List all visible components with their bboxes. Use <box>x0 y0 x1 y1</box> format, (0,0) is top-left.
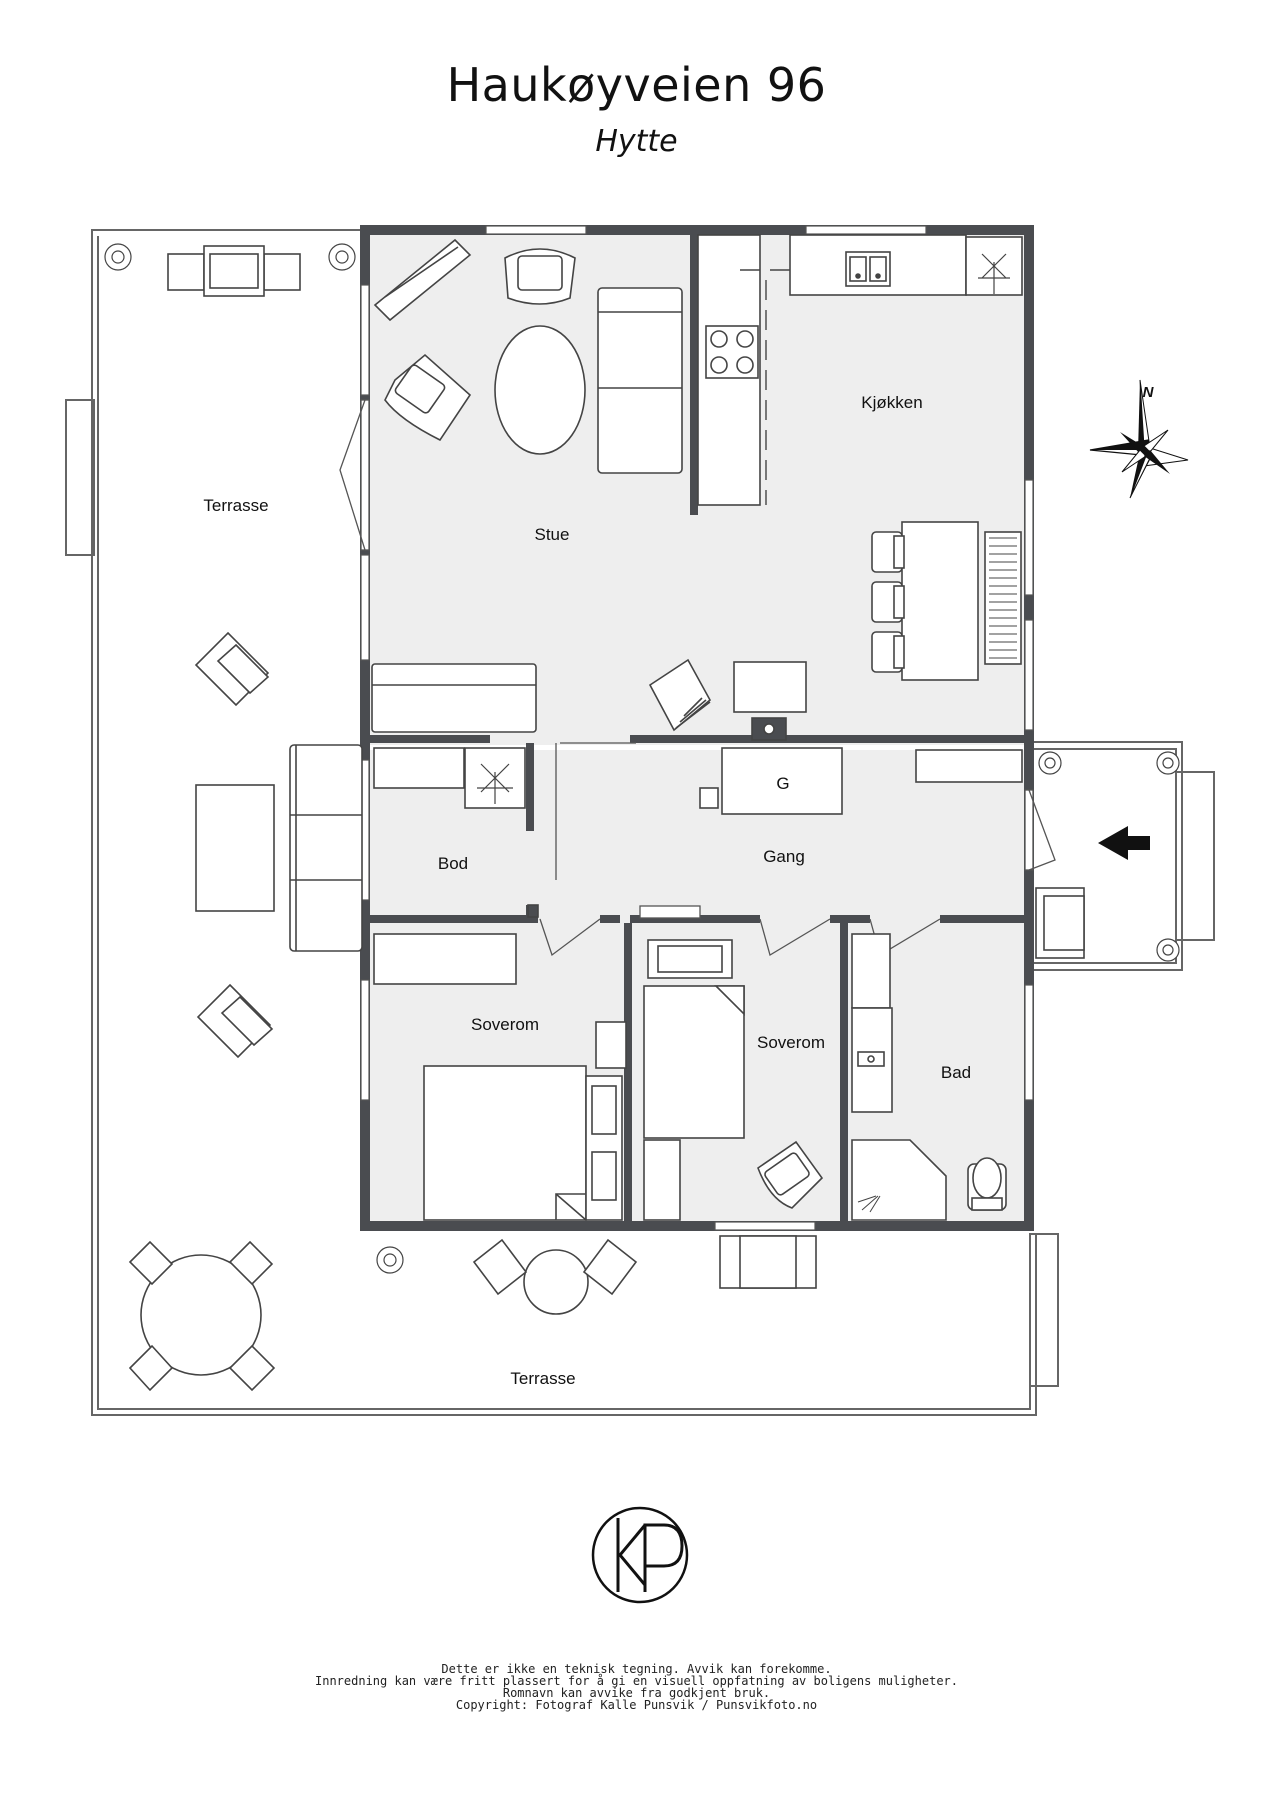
compass-rose-icon <box>1089 379 1189 499</box>
room-label-terrace-south: Terrasse <box>510 1369 575 1388</box>
bedroom-2-furniture <box>643 939 824 1221</box>
disclaimer-line: Copyright: Fotograf Kalle Punsvik / Puns… <box>455 1698 818 1712</box>
room-label-bedroom-1: Soverom <box>471 1015 539 1034</box>
disclaimer-line: Romnavn kan avvike fra godkjent bruk. <box>502 1686 771 1700</box>
compass-north-label: N <box>1143 384 1155 401</box>
room-label-terrace-west: Terrasse <box>203 496 268 515</box>
room-label-living: Stue <box>535 525 570 544</box>
bathroom-furniture <box>851 933 1007 1221</box>
room-label-bathroom: Bad <box>941 1063 971 1082</box>
kitchen-furniture <box>697 234 1023 681</box>
kp-logo <box>591 1506 689 1604</box>
bedroom-1-furniture <box>373 933 627 1221</box>
terrace-outline <box>65 229 1215 1416</box>
wardrobe-mark: G <box>776 774 789 793</box>
entrance-arrow-icon <box>1098 826 1150 860</box>
room-label-kitchen: Kjøkken <box>861 393 922 412</box>
disclaimer: Dette er ikke en teknisk tegning. Avvik … <box>0 1663 1273 1711</box>
room-label-hall: Gang <box>763 847 805 866</box>
hall-furniture <box>373 747 1023 918</box>
living-room-furniture <box>371 238 807 741</box>
plant-icons <box>104 243 1180 1274</box>
plan-title: Haukøyveien 96 <box>446 58 827 112</box>
disclaimer-line: Dette er ikke en teknisk tegning. Avvik … <box>441 1662 832 1676</box>
room-label-storage: Bod <box>438 854 468 873</box>
disclaimer-line: Innredning kan være fritt plassert for å… <box>315 1674 958 1688</box>
west-terrace-furniture <box>128 245 1085 1392</box>
room-label-bedroom-2: Soverom <box>757 1033 825 1052</box>
plan-subtitle: Hytte <box>595 124 678 159</box>
windows <box>360 225 1034 1231</box>
